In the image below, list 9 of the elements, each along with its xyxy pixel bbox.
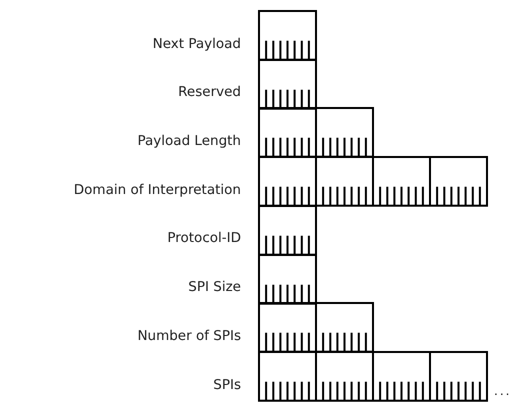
field-label: Domain of Interpretation (74, 182, 241, 198)
field-label: SPI Size (188, 279, 241, 296)
continuation-mark: ... (494, 384, 512, 398)
field-label: Next Payload (152, 36, 241, 52)
field-label: Number of SPIs (137, 328, 241, 344)
field-label: Protocol-ID (167, 230, 241, 246)
field-label: Payload Length (137, 133, 241, 150)
field-label: Reserved (178, 84, 241, 100)
field-label: SPIs (213, 376, 241, 393)
